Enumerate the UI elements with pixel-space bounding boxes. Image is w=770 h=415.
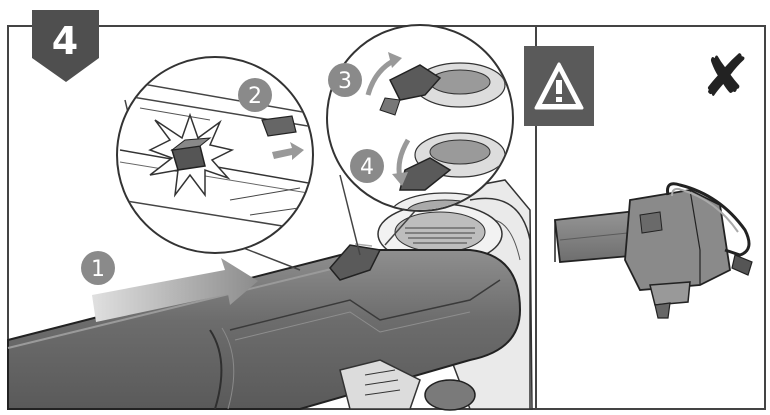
- callout-2: 2: [238, 78, 272, 112]
- callout-1-label: 1: [91, 257, 105, 282]
- callout-4-label: 4: [360, 155, 374, 180]
- step-badge: 4: [32, 10, 99, 82]
- warning-icon: [524, 46, 594, 126]
- callout-4: 4: [350, 149, 384, 183]
- callout-2-label: 2: [248, 84, 262, 109]
- push-arrow: [92, 258, 258, 322]
- cross-icon: ✘: [701, 42, 750, 110]
- blower-illustration: [7, 179, 533, 411]
- callout-3-label: 3: [338, 69, 352, 94]
- step-number: 4: [52, 19, 78, 63]
- callout-3: 3: [328, 63, 362, 97]
- pentagon-badge-icon: [32, 10, 99, 82]
- callout-1: 1: [81, 251, 115, 285]
- incorrect-assembly-illustration: [553, 182, 753, 319]
